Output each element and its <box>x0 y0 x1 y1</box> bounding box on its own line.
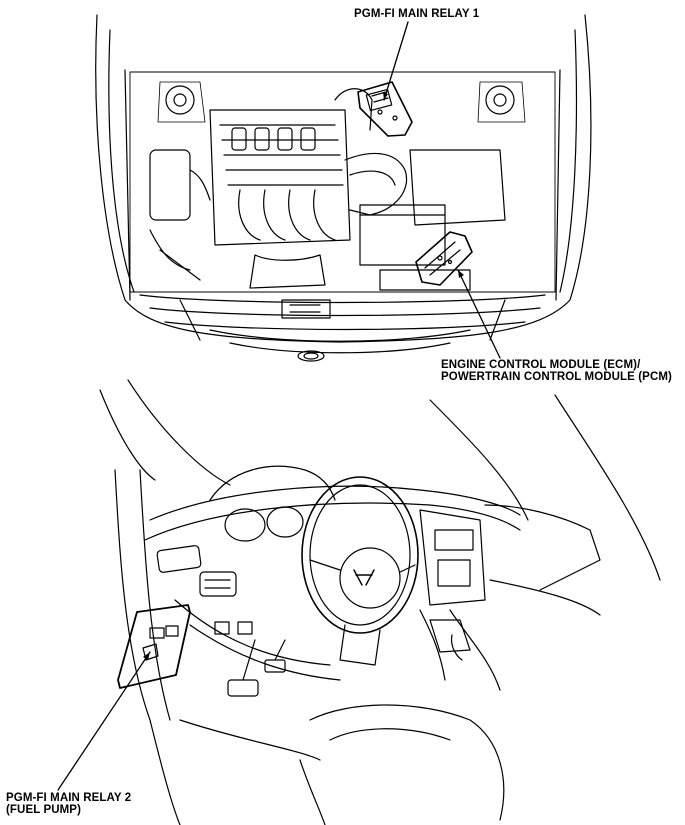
relay2-kick-panel <box>117 604 191 689</box>
relay1-fuse-box <box>357 81 413 137</box>
relay2-callout-line1: PGM-FI MAIN RELAY 2 <box>6 792 132 804</box>
relay2-callout-line2: (FUEL PUMP) <box>6 804 81 816</box>
relay1-callout-text: PGM-FI MAIN RELAY 1 <box>354 8 480 20</box>
ecm-callout-line1: ENGINE CONTROL MODULE (ECM)/ <box>441 359 641 371</box>
relay2-callout-label: PGM-FI MAIN RELAY 2 (FUEL PUMP) <box>6 792 131 816</box>
relay2-leader-line <box>57 651 151 791</box>
ecm-callout-line2: POWERTRAIN CONTROL MODULE (PCM) <box>441 371 672 383</box>
ecm-callout-label: ENGINE CONTROL MODULE (ECM)/ POWERTRAIN … <box>441 359 672 383</box>
ecm-leader-line <box>457 269 501 359</box>
engine-compartment-illustration <box>95 14 592 362</box>
relay1-callout-label: PGM-FI MAIN RELAY 1 <box>354 8 479 20</box>
relay1-leader-line <box>383 21 409 101</box>
dashboard-illustration <box>99 379 661 825</box>
ecm-pcm-unit <box>415 231 473 286</box>
